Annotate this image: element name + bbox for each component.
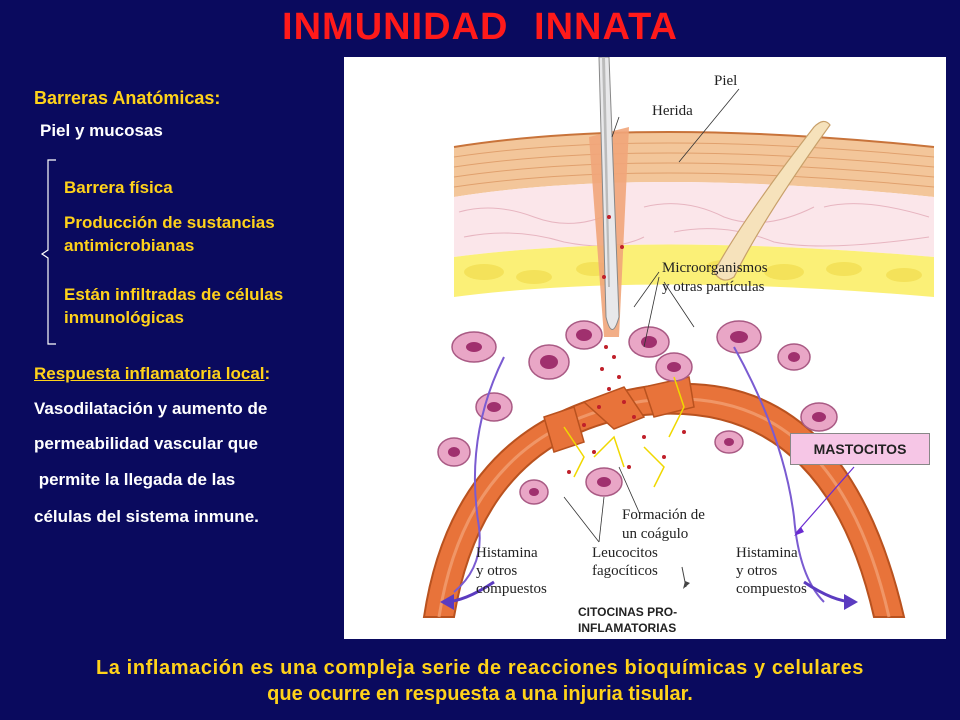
- fat-layer: [454, 244, 934, 297]
- label-coagulo-1: Formación de: [622, 507, 705, 523]
- clot-fibers: [563, 376, 685, 488]
- respuesta-line-4: células del sistema inmune.: [34, 507, 259, 526]
- label-histamina-left-1: Histamina: [476, 545, 538, 561]
- label-microorganismos-1: Microorganismos: [662, 260, 768, 276]
- cell-nuclei: [448, 329, 826, 496]
- label-microorganismos-2: y otras partículas: [662, 279, 765, 295]
- label-histamina-left-3: compuestos: [476, 581, 547, 597]
- label-leucocitos-2: fagocíticos: [592, 563, 658, 579]
- respuesta-line-2: permeabilidad vascular que: [34, 434, 258, 453]
- item-celulas: Están infiltradas de células inmunológic…: [64, 285, 284, 327]
- hair-icon: [713, 120, 831, 281]
- mastocitos-arrow: [795, 466, 855, 534]
- epidermis-lines: [453, 142, 935, 188]
- immune-cells: [437, 320, 838, 505]
- piel-mucosas-text: Piel y mucosas: [40, 121, 163, 140]
- label-histamina-right-1: Histamina: [736, 545, 798, 561]
- label-herida: Herida: [652, 103, 693, 119]
- citocinas-label: CITOCINAS PRO- INFLAMATORIAS: [578, 604, 718, 636]
- label-leucocitos-1: Leucocitos: [592, 545, 658, 561]
- label-coagulo-2: un coágulo: [622, 526, 688, 542]
- bottom-caption-line-2: que ocurre en respuesta a una injuria ti…: [267, 683, 693, 705]
- leader-lines: [563, 88, 740, 543]
- label-histamina-right-3: compuestos: [736, 581, 807, 597]
- bottom-caption-line-1: La inflamación es una compleja serie de …: [95, 657, 865, 679]
- page-title: INMUNIDAD INNATA: [282, 6, 678, 48]
- figure-labels: Piel Herida Microorganismos y otras part…: [476, 73, 807, 597]
- microorganism-dots: [567, 215, 686, 474]
- respuesta-heading-text: Respuesta inflamatoria local: [34, 364, 265, 383]
- label-histamina-left-2: y otros: [476, 563, 517, 579]
- mastocitos-label: MASTOCITOS: [790, 433, 930, 465]
- skin-inflammation-illustration: Piel Herida Microorganismos y otras part…: [344, 57, 946, 639]
- nerve-fibers: [453, 346, 825, 603]
- respuesta-colon: :: [264, 364, 271, 383]
- barreras-heading: Barreras Anatómicas:: [34, 88, 221, 108]
- label-histamina-right-2: y otros: [736, 563, 777, 579]
- label-piel: Piel: [714, 73, 737, 89]
- bracket-icon: [40, 159, 56, 345]
- item-sustancias: Producción de sustancias antimicrobianas: [64, 213, 275, 255]
- respuesta-line-1: Vasodilatación y aumento de: [34, 399, 268, 418]
- citocinas-line-1: CITOCINAS PRO-: [578, 605, 678, 619]
- citocinas-line-2: INFLAMATORIAS: [578, 621, 677, 635]
- dermis-layer: [454, 182, 934, 257]
- bottom-caption: La inflamación es una compleja serie de …: [0, 655, 960, 707]
- item-barrera-fisica: Barrera física: [64, 178, 173, 197]
- respuesta-line-3: permite la llegada de las: [34, 470, 236, 489]
- respuesta-heading: Respuesta inflamatoria local:: [34, 364, 270, 384]
